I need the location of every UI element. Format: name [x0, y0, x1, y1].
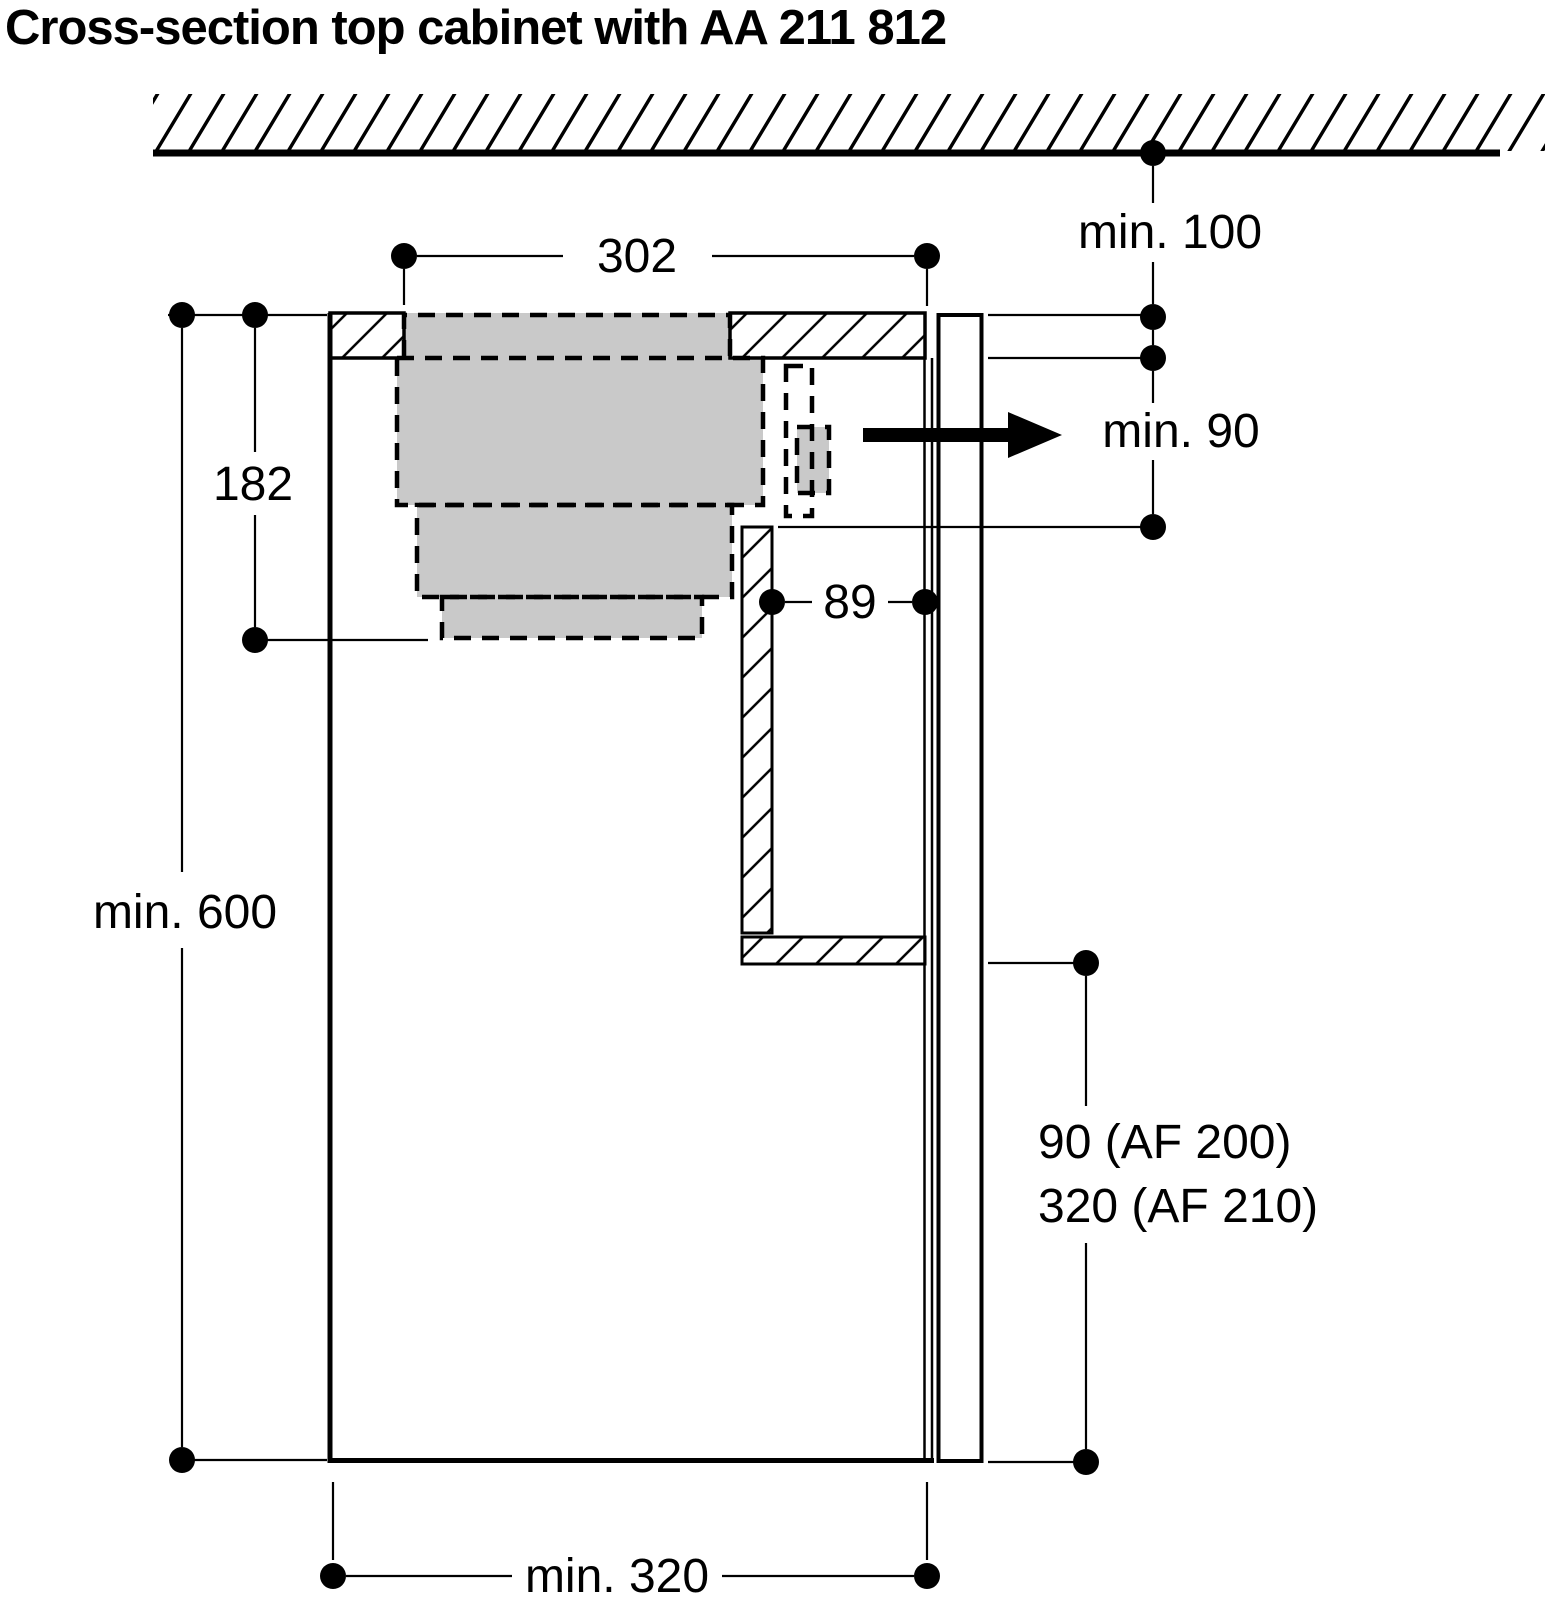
- dim-hood-depth: 182: [168, 302, 428, 653]
- hood-body-lower-outline: [439, 594, 705, 641]
- dim-cutout-width-label: 302: [597, 230, 677, 283]
- top-panel-right-section: [728, 311, 927, 360]
- dim-dot: [1140, 140, 1166, 166]
- hood-body-middle-fill: [417, 505, 732, 597]
- hood-flange-outline: [401, 312, 733, 357]
- cabinet-carcass: [327, 313, 984, 1463]
- dim-dot: [759, 589, 785, 615]
- dim-cabinet-depth: min. 320: [320, 1482, 940, 1599]
- diagram-title: Cross-section top cabinet with AA 211 81…: [5, 1, 946, 55]
- dim-ceiling-clearance: min. 100: [988, 140, 1262, 371]
- ceiling: [153, 94, 1545, 157]
- dim-panel-extension: 90 (AF 200) 320 (AF 210): [988, 950, 1318, 1475]
- ceiling-hatch: [153, 94, 1545, 151]
- damper-outline: [794, 424, 832, 496]
- duct-horizontal: [740, 935, 927, 966]
- dim-duct-gap-label: 89: [823, 576, 876, 629]
- dim-dot: [242, 302, 268, 328]
- hood-body-upper-fill: [397, 358, 763, 505]
- hood-flange-fill: [404, 313, 730, 358]
- dim-dot: [1073, 950, 1099, 976]
- hood-body-upper-outline: [394, 355, 766, 508]
- hood-appliance: [394, 312, 832, 641]
- dim-duct-gap: 89: [759, 576, 938, 629]
- hood-body-middle-outline: [414, 502, 735, 600]
- dim-cabinet-height-label: min. 600: [93, 886, 277, 939]
- hood-body-lower-fill: [442, 597, 702, 638]
- dim-dot: [912, 589, 938, 615]
- dim-cabinet-depth-label: min. 320: [525, 1550, 709, 1599]
- dim-outlet-clearance: min. 90: [778, 371, 1260, 540]
- dim-outlet-clearance-label: min. 90: [1102, 405, 1259, 458]
- dim-panel-extension-af200-label: 90 (AF 200): [1038, 1116, 1291, 1169]
- dim-dot: [1140, 304, 1166, 330]
- airflow-arrow-icon: [863, 412, 1062, 458]
- duct-vertical: [740, 525, 774, 935]
- dim-dot: [914, 1563, 940, 1589]
- dim-panel-extension-af210-label: 320 (AF 210): [1038, 1180, 1318, 1233]
- dim-hood-depth-label: 182: [213, 458, 293, 511]
- side-panel: [936, 313, 984, 1463]
- dim-dot: [914, 243, 940, 269]
- dim-ceiling-clearance-label: min. 100: [1078, 206, 1262, 259]
- cabinet-top-panel: [328, 311, 927, 360]
- dim-dot: [391, 243, 417, 269]
- top-panel-left-section: [328, 311, 406, 360]
- dim-dot: [169, 302, 195, 328]
- air-outlet-outline: [783, 363, 815, 519]
- dim-dot: [320, 1563, 346, 1589]
- dim-cutout-width: 302: [391, 230, 940, 306]
- dim-cabinet-height: min. 600: [93, 328, 327, 1473]
